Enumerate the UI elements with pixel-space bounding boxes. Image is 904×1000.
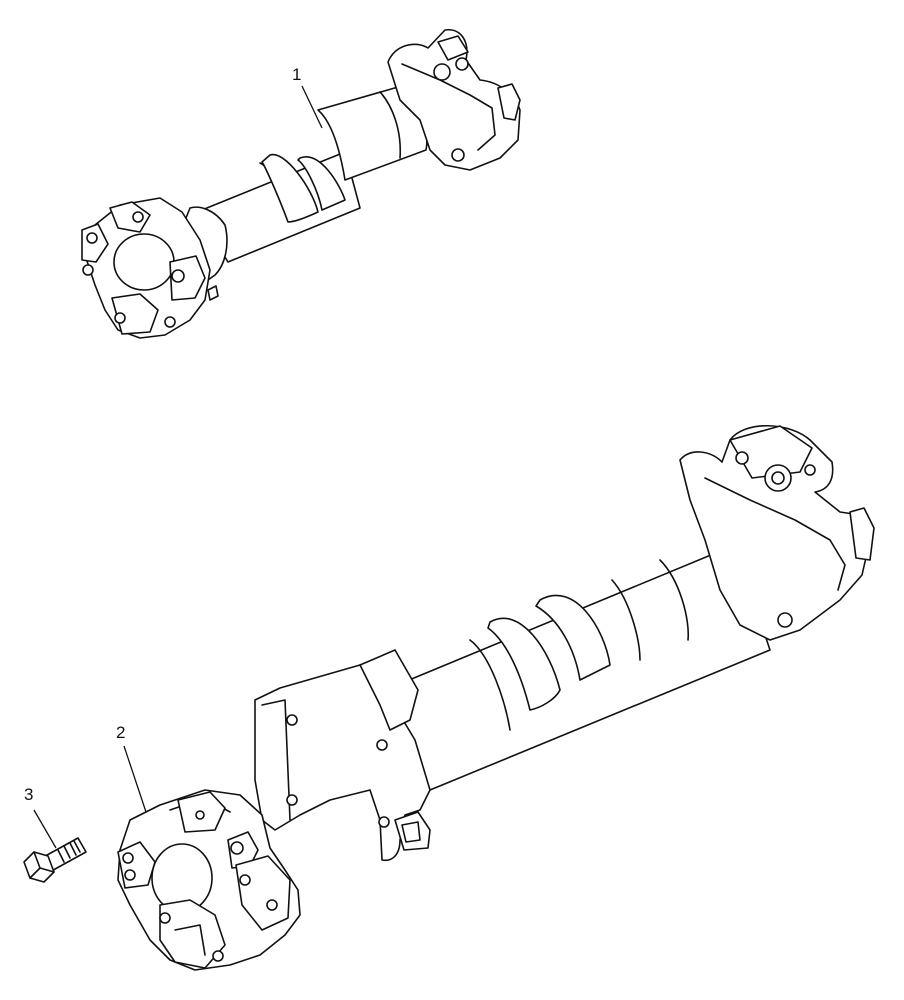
drive-shaft-assembly-large (254, 424, 875, 862)
leader-line-2 (123, 745, 147, 813)
universal-joint-spider (117, 789, 301, 971)
bolt (23, 837, 87, 883)
callout-3: 3 (24, 785, 57, 849)
leader-line-1 (301, 85, 323, 129)
callout-2: 2 (116, 723, 147, 813)
callout-label-1: 1 (292, 65, 301, 84)
callout-label-2: 2 (116, 723, 125, 742)
callout-label-3: 3 (24, 785, 33, 804)
leader-line-3 (33, 809, 57, 849)
drive-shaft-assembly-small (81, 29, 521, 339)
callout-1: 1 (292, 65, 323, 129)
